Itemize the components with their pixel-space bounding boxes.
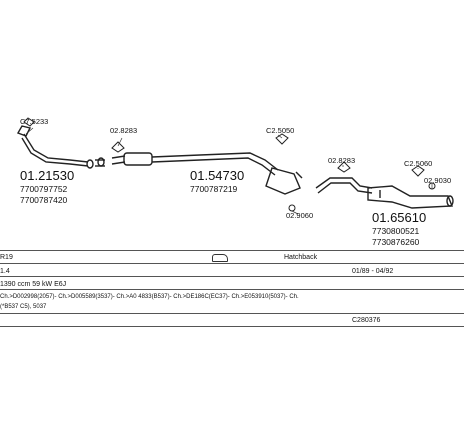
chassis-range-2: (*B537 C5), 5037 bbox=[0, 304, 47, 310]
car-icon bbox=[212, 254, 228, 262]
part-1-ref-2: 7700787420 bbox=[20, 195, 68, 205]
production-period: 01/89 - 04/92 bbox=[352, 268, 394, 275]
clamp-label-6: C2.5060 bbox=[404, 159, 432, 168]
body-type: Hatchback bbox=[284, 254, 318, 261]
leader-lines bbox=[25, 127, 433, 215]
clamp-label-5: 02.8283 bbox=[328, 156, 355, 165]
engine-spec: 1390 ccm 59 kW E6J bbox=[0, 281, 67, 288]
clamp-label-4: 02.9060 bbox=[286, 211, 313, 220]
part-1-ref-1: 7700797752 bbox=[20, 184, 68, 194]
part-3-ref-1: 7730800521 bbox=[372, 226, 420, 236]
clamp-label-3: C2.5050 bbox=[266, 126, 294, 135]
clamp-label-7: 02.9030 bbox=[424, 176, 451, 185]
front-pipe bbox=[16, 125, 105, 169]
catalog-code: C280376 bbox=[352, 317, 381, 324]
part-2-number: 01.54730 bbox=[190, 168, 244, 183]
row-engine: 1.4 01/89 - 04/92 bbox=[0, 263, 464, 275]
clamp-label-1: C7.5233 bbox=[20, 117, 48, 126]
middle-pipe bbox=[111, 152, 303, 195]
model-name: R19 bbox=[0, 254, 13, 261]
exhaust-system-diagram: 01.21530 7700797752 7700787420 01.54730 … bbox=[16, 117, 454, 247]
part-3-number: 01.65610 bbox=[372, 210, 426, 225]
chassis-range: Ch.>D002998(2057)- Ch.>D005589(3537)- Ch… bbox=[0, 294, 299, 300]
part-2-ref-1: 7700787219 bbox=[190, 184, 238, 194]
part-1-number: 01.21530 bbox=[20, 168, 74, 183]
vehicle-info-table: R19 Hatchback bbox=[0, 250, 464, 262]
row-chassis: Ch.>D002998(2057)- Ch.>D005589(3537)- Ch… bbox=[0, 289, 464, 310]
clamp-markers bbox=[23, 117, 436, 212]
clamp-label-2: 02.8283 bbox=[110, 126, 137, 135]
row-spec: 1390 ccm 59 kW E6J bbox=[0, 276, 464, 288]
engine: 1.4 bbox=[0, 268, 10, 275]
part-3-ref-2: 7730876260 bbox=[372, 237, 420, 247]
rear-pipe bbox=[315, 177, 454, 209]
row-code: C280376 bbox=[0, 313, 464, 327]
